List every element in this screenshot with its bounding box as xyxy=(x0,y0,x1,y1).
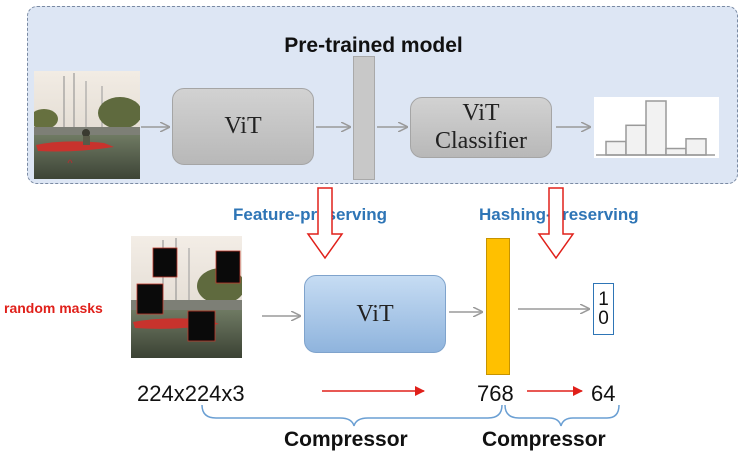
masked-input-image xyxy=(131,236,242,358)
vit-encoder-student: ViT xyxy=(304,275,446,353)
feature-vector-pretrained xyxy=(353,56,375,180)
feature-preserving-arrow xyxy=(306,187,344,260)
class-histogram xyxy=(594,97,719,158)
mask-patch xyxy=(136,283,164,315)
vit-encoder-student-label: ViT xyxy=(356,300,394,327)
mask-patch xyxy=(215,250,241,284)
pretrained-model-title: Pre-trained model xyxy=(284,34,463,57)
mask-patch xyxy=(187,310,216,342)
random-masks-label: random masks xyxy=(4,300,103,316)
feature-dimension: 768 xyxy=(477,381,514,406)
hash-bit-1: 1 xyxy=(598,289,609,310)
input-image-top xyxy=(34,71,140,179)
hash-dimension: 64 xyxy=(591,381,616,406)
compressor-label-2: Compressor xyxy=(482,428,606,451)
vit-encoder-pretrained-label: ViT xyxy=(224,112,262,139)
vit-encoder-pretrained: ViT xyxy=(172,88,314,165)
hash-bit-0: 0 xyxy=(598,308,609,329)
compressor-brace-2 xyxy=(504,404,620,427)
vit-classifier-label-line2: Classifier xyxy=(435,127,527,154)
input-dimension: 224x224x3 xyxy=(137,381,245,406)
hashing-preserving-arrow xyxy=(537,187,575,260)
compressor-brace-1 xyxy=(201,404,503,427)
compressor-label-1: Compressor xyxy=(284,428,408,451)
vit-classifier: ViT Classifier xyxy=(410,97,552,158)
vit-classifier-label-line1: ViT xyxy=(462,99,500,126)
feature-preserving-label: Feature-preserving xyxy=(233,205,387,224)
hash-code: 1 0 xyxy=(593,283,614,335)
feature-vector-student xyxy=(486,238,510,375)
mask-patch xyxy=(152,247,178,278)
